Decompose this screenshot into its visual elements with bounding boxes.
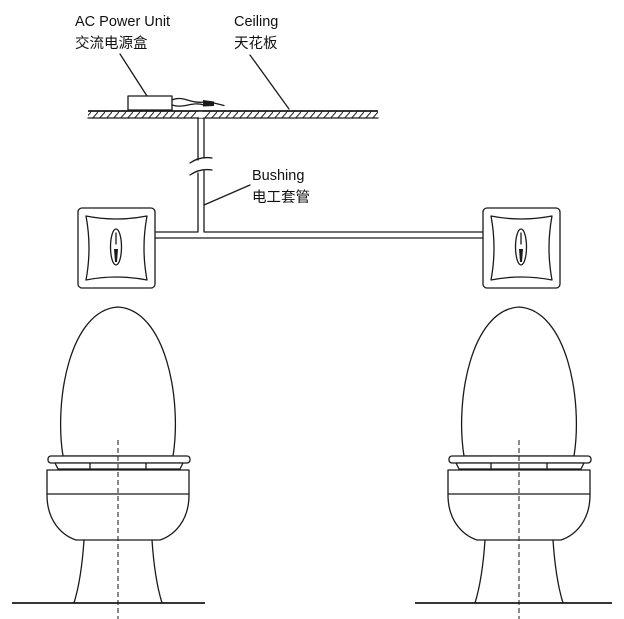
vertical-conduit	[189, 117, 213, 176]
toilet-pedestal	[474, 539, 564, 604]
toilet-seat	[448, 455, 592, 464]
leader-bushing	[203, 184, 251, 206]
toilet-pedestal	[73, 539, 163, 604]
toilet-seat-hinge	[455, 462, 585, 470]
toilet-lid	[60, 306, 176, 457]
horizontal-conduit	[154, 170, 484, 239]
toilet-seat-hinge	[54, 462, 184, 470]
label-ac-power-unit: AC Power Unit	[75, 14, 170, 30]
leader-ceiling	[249, 54, 290, 110]
toilet-right	[447, 306, 592, 619]
leader-ac-power-unit	[119, 53, 148, 97]
toilet-lid	[461, 306, 577, 457]
label-ceiling-chinese: 天花板	[234, 34, 278, 52]
sensor-box-right	[482, 207, 561, 289]
toilet-left	[46, 306, 191, 619]
toilet-seat	[47, 455, 191, 464]
sensor-window-icon	[109, 228, 123, 266]
sensor-window-icon	[514, 228, 528, 266]
label-ac-power-unit-chinese: 交流电源盒	[75, 34, 148, 52]
label-bushing-chinese: 电工套管	[252, 189, 310, 206]
label-ceiling: Ceiling	[234, 14, 278, 30]
sensor-box-left	[77, 207, 156, 289]
label-bushing: Bushing	[252, 168, 304, 184]
power-wires	[171, 97, 225, 107]
ceiling	[87, 110, 379, 119]
ac-power-unit-box	[127, 95, 173, 111]
